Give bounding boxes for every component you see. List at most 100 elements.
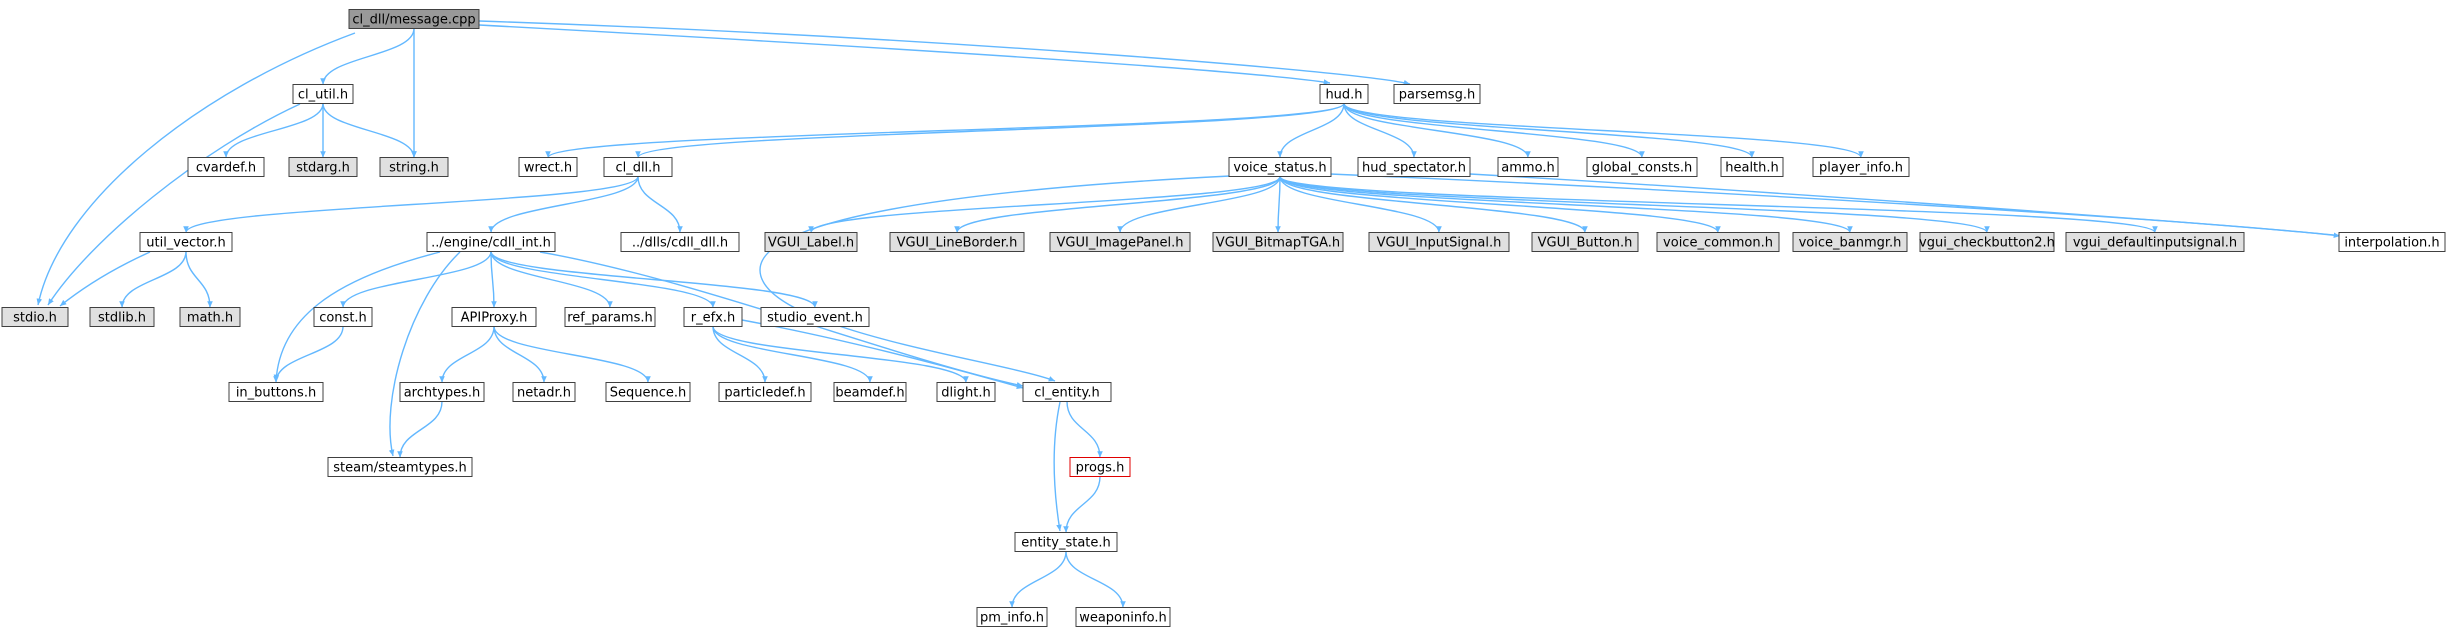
node-vgui-button[interactable]: VGUI_Button.h <box>1531 232 1639 252</box>
node-vgui-defaultinputsignal[interactable]: vgui_defaultinputsignal.h <box>2065 232 2245 252</box>
node-box <box>89 307 155 327</box>
node-vgui-imagepanel[interactable]: VGUI_ImagePanel.h <box>1049 232 1191 252</box>
node-label: stdarg.h <box>296 161 350 176</box>
node-vgui-inputsignal[interactable]: VGUI_InputSignal.h <box>1368 232 1510 252</box>
node-box <box>760 307 870 327</box>
node-vgui-lineborder[interactable]: VGUI_LineBorder.h <box>889 232 1025 252</box>
edge-archtypes-to-steamtypes <box>397 401 443 458</box>
node-weaponinfo[interactable]: weaponinfo.h <box>1075 607 1171 627</box>
node-box <box>833 382 907 402</box>
node-stdlib[interactable]: stdlib.h <box>89 307 155 327</box>
edge-apiproxy-to-netadr <box>493 326 547 383</box>
node-box <box>451 307 537 327</box>
edge-voice_status-to-vgui_defaultinputsignal <box>1279 175 2158 234</box>
node-const[interactable]: const.h <box>313 307 373 327</box>
node-interpolation[interactable]: interpolation.h <box>2338 232 2446 252</box>
edge-voice_status-to-vgui_lineborder <box>954 176 1281 233</box>
node-netadr[interactable]: netadr.h <box>512 382 576 402</box>
node-box <box>936 382 996 402</box>
node-root[interactable]: cl_dll/message.cpp <box>348 9 480 29</box>
edge-root-to-cl_util <box>320 28 415 85</box>
node-stdarg[interactable]: stdarg.h <box>288 157 358 177</box>
edge-cdll_int-to-steamtypes <box>388 251 461 457</box>
node-box <box>718 382 812 402</box>
node-vgui-label[interactable]: VGUI_Label.h <box>764 232 858 252</box>
node-steamtypes[interactable]: steam/steamtypes.h <box>327 457 473 477</box>
node-health[interactable]: health.h <box>1720 157 1784 177</box>
node-label: studio_event.h <box>767 311 863 326</box>
node-dlight[interactable]: dlight.h <box>936 382 996 402</box>
node-box <box>348 9 480 29</box>
node-string[interactable]: string.h <box>379 157 449 177</box>
node-cl-entity[interactable]: cl_entity.h <box>1022 382 1112 402</box>
node-box <box>1792 232 1908 252</box>
node-voice-common[interactable]: voice_common.h <box>1656 232 1780 252</box>
node-box <box>179 307 241 327</box>
node-box <box>1022 382 1112 402</box>
edge-voice_status-to-vgui_inputsignal <box>1279 176 1442 233</box>
node-label: ../engine/cdll_int.h <box>431 236 551 251</box>
node-cdll-int[interactable]: ../engine/cdll_int.h <box>426 232 556 252</box>
node-box <box>1075 607 1171 627</box>
node-label: steam/steamtypes.h <box>333 461 467 476</box>
edge-cl_entity-to-progs <box>1066 401 1103 458</box>
node-box <box>288 157 358 177</box>
node-wrect[interactable]: wrect.h <box>518 157 578 177</box>
edge-cdll_int-to-const <box>340 251 492 308</box>
node-voice-status[interactable]: voice_status.h <box>1228 157 1332 177</box>
node-cl-dll[interactable]: cl_dll.h <box>603 157 673 177</box>
node-parsemsg[interactable]: parsemsg.h <box>1393 84 1481 104</box>
node-box <box>139 232 233 252</box>
node-ammo[interactable]: ammo.h <box>1497 157 1559 177</box>
node-label: player_info.h <box>1819 161 1903 176</box>
node-vgui-checkbutton2[interactable]: vgui_checkbutton2.h <box>1919 232 2055 252</box>
node-in-buttons[interactable]: in_buttons.h <box>228 382 324 402</box>
node-box <box>1919 232 2055 252</box>
node-global-consts[interactable]: global_consts.h <box>1586 157 1698 177</box>
node-hud-spectator[interactable]: hud_spectator.h <box>1357 157 1471 177</box>
node-archtypes[interactable]: archtypes.h <box>399 382 485 402</box>
node-particledef[interactable]: particledef.h <box>718 382 812 402</box>
node-math[interactable]: math.h <box>179 307 241 327</box>
node-ref-params[interactable]: ref_params.h <box>564 307 656 327</box>
node-dlls-cdll[interactable]: ../dlls/cdll_dll.h <box>620 232 740 252</box>
edge-cdll_int-to-ref_params <box>490 251 613 308</box>
node-stdio[interactable]: stdio.h <box>1 307 69 327</box>
node-apiproxy[interactable]: APIProxy.h <box>451 307 537 327</box>
node-hud[interactable]: hud.h <box>1319 84 1369 104</box>
node-label: VGUI_Label.h <box>768 236 854 251</box>
node-sequence[interactable]: Sequence.h <box>605 382 691 402</box>
node-label: VGUI_BitmapTGA.h <box>1216 236 1340 251</box>
node-box <box>327 457 473 477</box>
edge-hud-to-hud_spectator <box>1343 103 1417 158</box>
node-label: vgui_checkbutton2.h <box>1919 236 2055 251</box>
node-label: global_consts.h <box>1592 161 1693 176</box>
node-cl-util[interactable]: cl_util.h <box>292 84 354 104</box>
edge-cl_dll-to-dlls_cdll <box>637 176 683 233</box>
node-studio-event[interactable]: studio_event.h <box>760 307 870 327</box>
graph-edges <box>36 20 2346 608</box>
node-box <box>764 232 858 252</box>
node-label: VGUI_ImagePanel.h <box>1057 236 1184 251</box>
node-voice-banmgr[interactable]: voice_banmgr.h <box>1792 232 1908 252</box>
node-progs[interactable]: progs.h <box>1069 457 1131 477</box>
node-vgui-bitmaptga[interactable]: VGUI_BitmapTGA.h <box>1212 232 1344 252</box>
edge-cdll_int-to-apiproxy <box>490 251 497 308</box>
node-box <box>228 382 324 402</box>
node-entity-state[interactable]: entity_state.h <box>1014 532 1118 552</box>
edge-util_vector-to-stdio <box>59 251 151 307</box>
node-beamdef[interactable]: beamdef.h <box>833 382 907 402</box>
node-box <box>1357 157 1471 177</box>
node-r-efx[interactable]: r_efx.h <box>683 307 743 327</box>
edge-hud-to-global_consts <box>1343 103 1645 158</box>
node-pm-info[interactable]: pm_info.h <box>976 607 1048 627</box>
edge-hud_spectator-to-interpolation <box>1469 173 2346 239</box>
edge-const-to-in_buttons <box>273 326 344 383</box>
edge-root-to-parsemsg <box>478 20 1411 86</box>
node-player-info[interactable]: player_info.h <box>1812 157 1910 177</box>
node-label: particledef.h <box>724 386 805 401</box>
edge-cdll_int-to-r_efx <box>490 251 716 308</box>
node-cvardef[interactable]: cvardef.h <box>187 157 265 177</box>
node-util-vector[interactable]: util_vector.h <box>139 232 233 252</box>
node-label: archtypes.h <box>404 386 481 401</box>
